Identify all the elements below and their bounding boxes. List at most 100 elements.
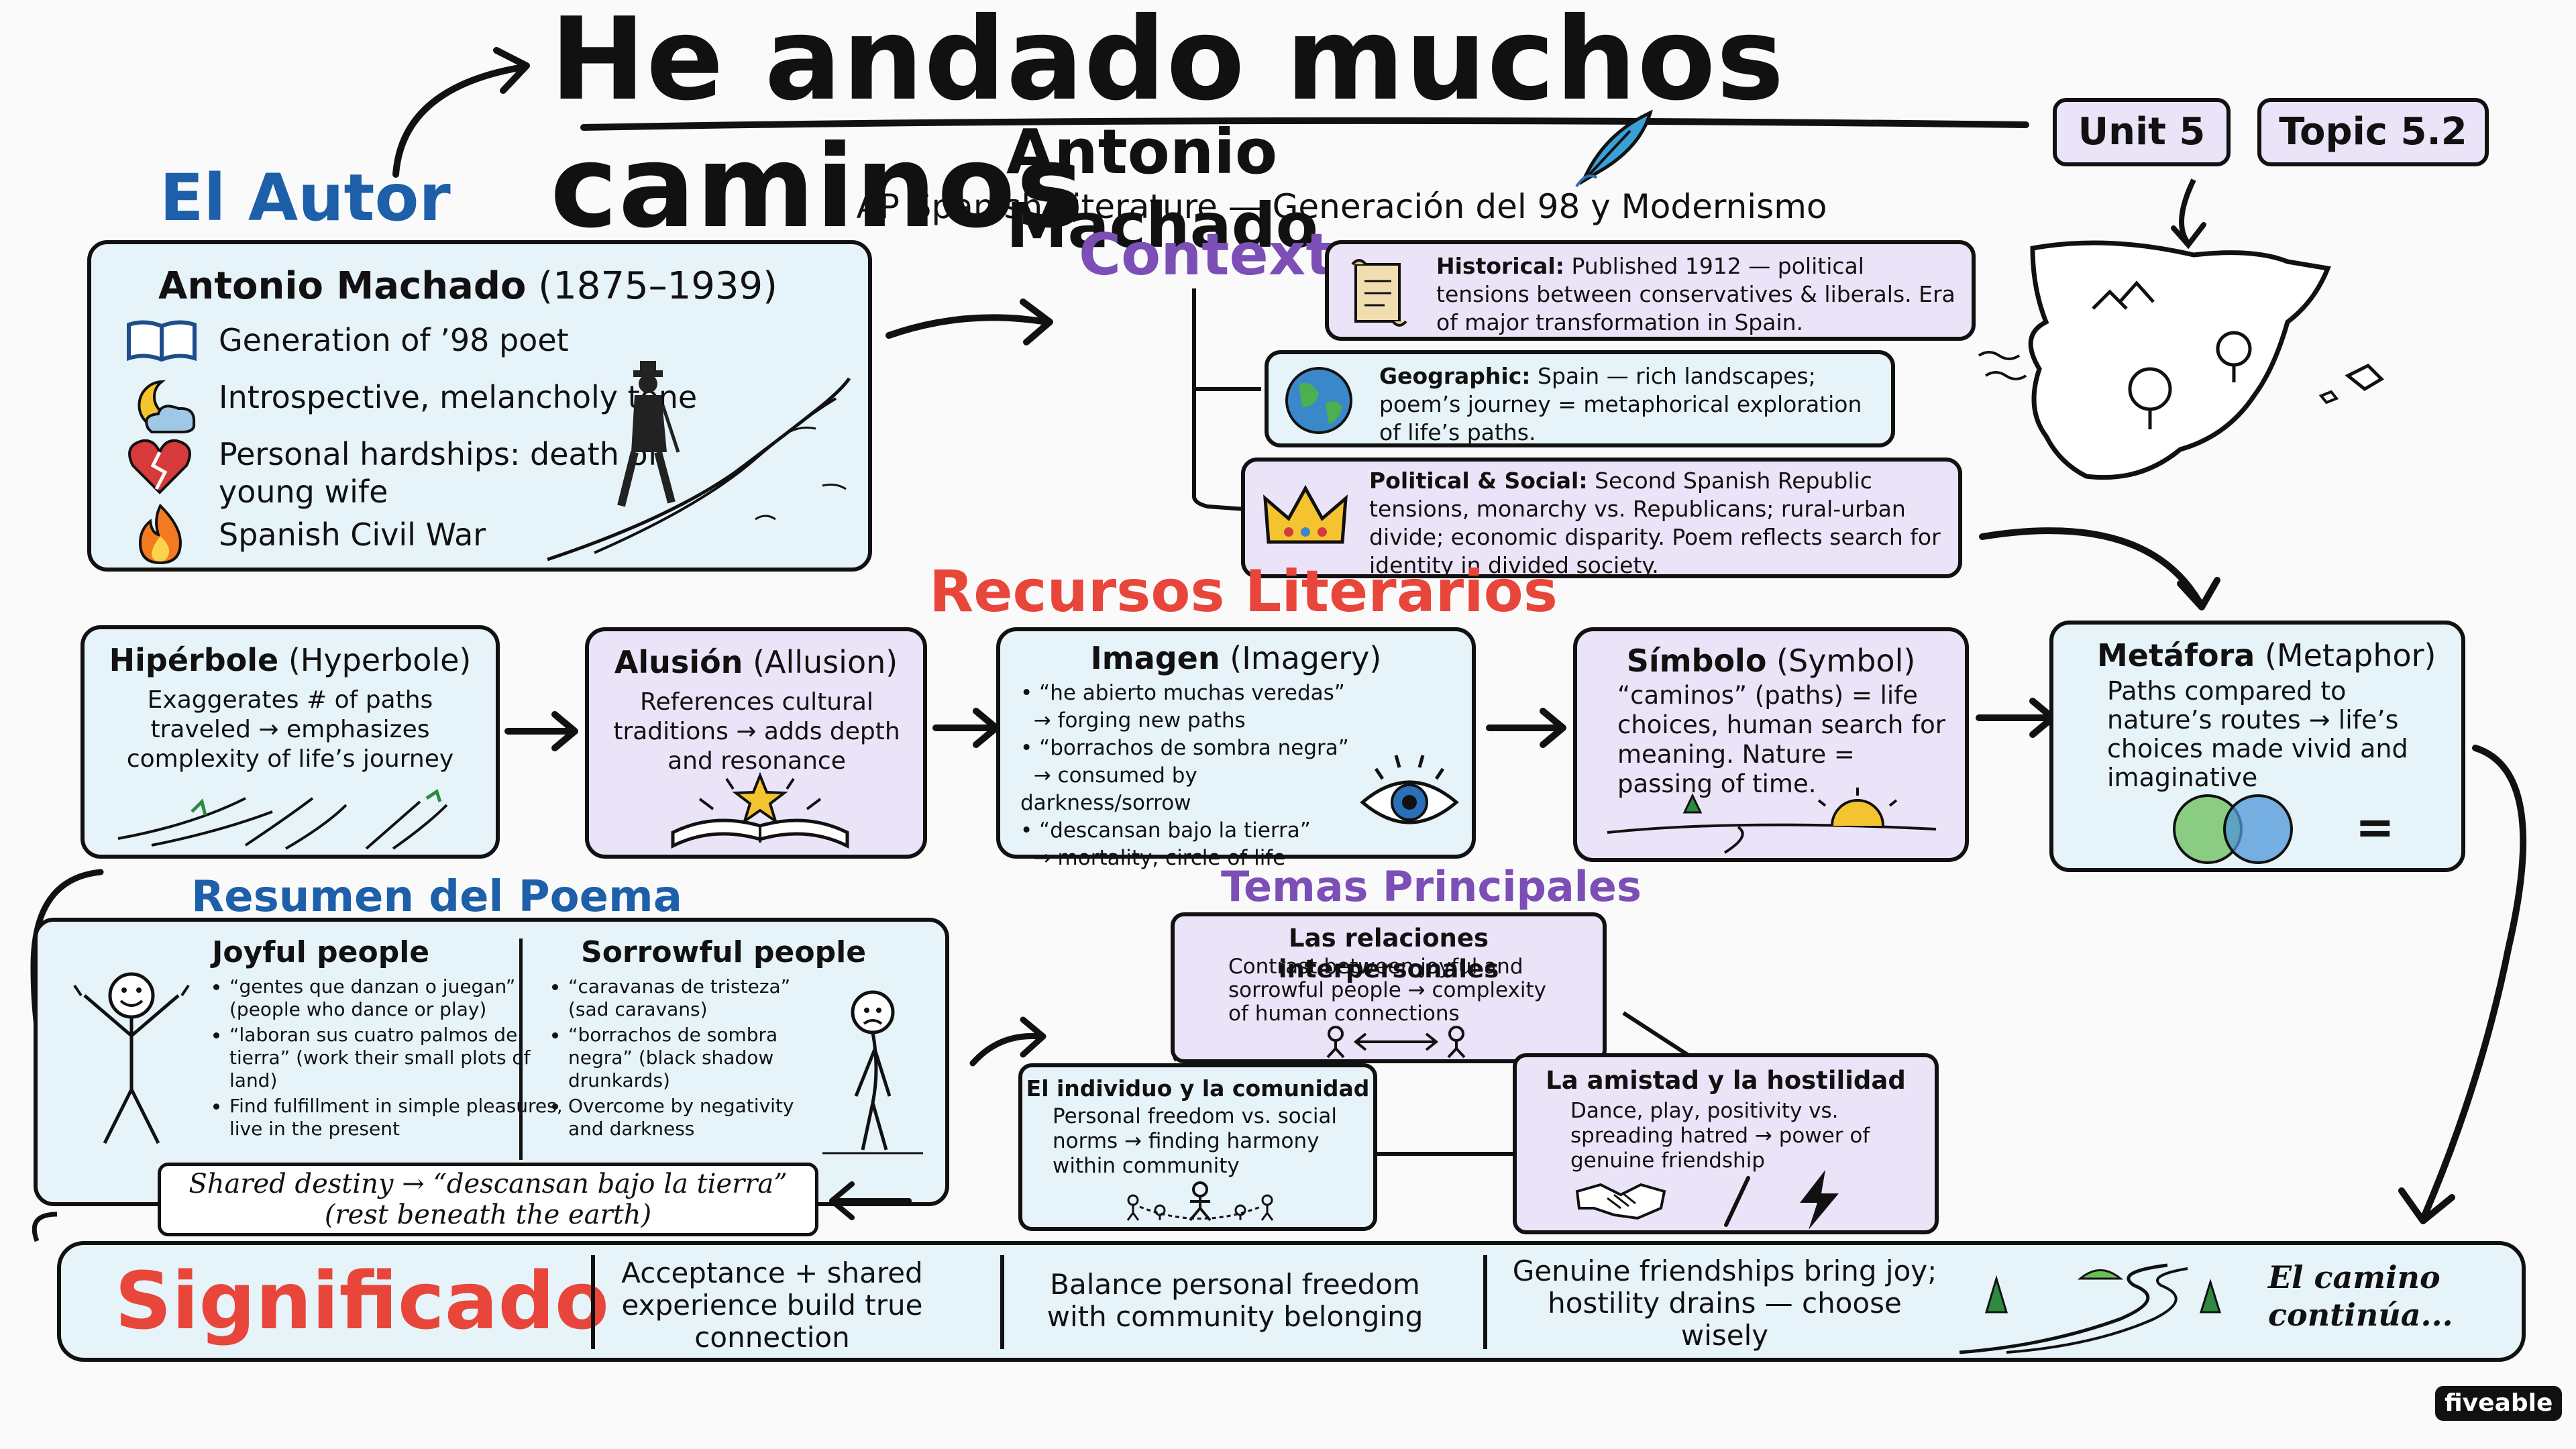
spain-map-icon bbox=[1978, 178, 2385, 480]
branching-paths-illustration bbox=[117, 789, 448, 850]
tema-individuo-text: Personal freedom vs. social norms → find… bbox=[1053, 1104, 1338, 1178]
alusion-title: Alusión bbox=[614, 644, 743, 680]
tema-amistad-card: La amistad y la hostilidad Dance, play, … bbox=[1513, 1053, 1939, 1234]
title-underline bbox=[580, 117, 2029, 131]
context-historical-text: Historical: Published 1912 — political t… bbox=[1436, 252, 1960, 337]
significado-col3: Genuine friendships bring joy; hostility… bbox=[1512, 1254, 1937, 1352]
broken-heart-icon bbox=[128, 439, 191, 494]
autor-item-0: Generation of ’98 poet bbox=[219, 322, 569, 358]
hiperbole-title-line: Hipérbole (Hyperbole) bbox=[85, 641, 496, 679]
metafora-title: Metáfora bbox=[2097, 637, 2255, 674]
imagen-en: (Imagery) bbox=[1230, 640, 1382, 676]
alusion-en: (Allusion) bbox=[753, 644, 898, 680]
imagen-title-line: Imagen (Imagery) bbox=[1000, 639, 1472, 677]
context-political-body: Second Spanish Republic tensions, monarc… bbox=[1369, 468, 1941, 578]
resumen-heading: Resumen del Poema bbox=[191, 872, 682, 922]
joyful-stick-figure-icon bbox=[73, 972, 190, 1144]
tema-relaciones-title: Las relaciones interpersonales bbox=[1278, 924, 1499, 983]
tema-amistad-text: Dance, play, positivity vs. spreading ha… bbox=[1570, 1099, 1870, 1173]
arrow-imagen-to-simbolo bbox=[1486, 708, 1566, 748]
tema-individuo-card: El individuo y la comunidad Personal fre… bbox=[1018, 1063, 1377, 1231]
book-icon bbox=[127, 320, 197, 362]
significado-heading: Significado bbox=[115, 1254, 609, 1347]
metafora-en: (Metaphor) bbox=[2264, 637, 2436, 674]
hiperbole-en: (Hyperbole) bbox=[288, 642, 472, 678]
arrow-context-to-metafora bbox=[1979, 527, 2220, 610]
joyful-item-1: “laboran sus cuatro palmos de tierra” (w… bbox=[229, 1024, 565, 1092]
fiveable-logo-text: fiveable bbox=[2445, 1389, 2553, 1417]
winding-road-illustration bbox=[1959, 1263, 2222, 1354]
sorrowful-list: “caravanas de tristeza” (sad caravans) “… bbox=[551, 975, 826, 1143]
unit-badge: Unit 5 bbox=[2053, 98, 2231, 166]
imagen-item-1: • “borrachos de sombra negra” → consumed… bbox=[1020, 736, 1349, 815]
significado-bar: Significado Acceptance + shared experien… bbox=[57, 1241, 2526, 1362]
alusion-text: References cultural traditions → adds de… bbox=[613, 688, 900, 775]
arrow-hiperbole-to-alusion bbox=[504, 711, 578, 751]
context-historical-card: Historical: Published 1912 — political t… bbox=[1325, 240, 1976, 341]
simbolo-card: Símbolo (Symbol) “caminos” (paths) = lif… bbox=[1573, 627, 1969, 862]
arrow-alusion-to-imagen bbox=[932, 708, 1000, 748]
significado-col2: Balance personal freedom with community … bbox=[1046, 1268, 1424, 1333]
tema-individuo-title: El individuo y la comunidad bbox=[1026, 1075, 1370, 1102]
sunset-path-illustration bbox=[1607, 788, 1937, 854]
lightning-bolt-icon bbox=[1800, 1170, 1839, 1230]
autor-heading: El Autor bbox=[160, 160, 451, 235]
sorrowful-item-2: Overcome by negativity and darkness bbox=[568, 1095, 826, 1140]
contexto-heading: Contexto bbox=[1079, 221, 1373, 288]
context-political-text: Political & Social: Second Spanish Repub… bbox=[1369, 467, 1953, 580]
eye-icon bbox=[1360, 755, 1459, 824]
topic-label: Topic 5.2 bbox=[2279, 110, 2467, 154]
tema-amistad-title: La amistad y la hostilidad bbox=[1546, 1066, 1906, 1095]
context-geographic-card: Geographic: Spain — rich landscapes; poe… bbox=[1265, 350, 1895, 447]
course-subtitle: AP Spanish Literature — Generación del 9… bbox=[856, 187, 1827, 226]
simbolo-text: “caminos” (paths) = life choices, human … bbox=[1617, 681, 1945, 798]
significado-divider-3 bbox=[1483, 1255, 1487, 1349]
fire-icon bbox=[138, 503, 182, 565]
imagen-item-2: • “descansan bajo la tierra” → mortality… bbox=[1020, 818, 1311, 870]
hiperbole-card: Hipérbole (Hyperbole) Exaggerates # of p… bbox=[80, 625, 500, 859]
autor-name: Antonio Machado bbox=[158, 264, 527, 308]
alusion-title-line: Alusión (Allusion) bbox=[589, 643, 923, 681]
fiveable-logo: fiveable bbox=[2435, 1386, 2563, 1421]
context-geographic-body: Spain — rich landscapes; poem’s journey … bbox=[1379, 363, 1862, 445]
arrow-metafora-to-significado bbox=[2398, 745, 2527, 1224]
resumen-divider bbox=[519, 938, 523, 1160]
poem-title: He andado muchos caminos bbox=[550, 0, 1785, 254]
moon-cloud-icon bbox=[138, 380, 196, 433]
autor-card: Antonio Machado (1875–1939) Generation o… bbox=[87, 240, 872, 572]
slash-divider bbox=[1724, 1176, 1750, 1227]
community-circle-icon bbox=[1126, 1181, 1274, 1222]
simbolo-title-line: Símbolo (Symbol) bbox=[1577, 642, 1965, 680]
metafora-text: Paths compared to nature’s routes → life… bbox=[2107, 676, 2408, 792]
sorrowful-title: Sorrowful people bbox=[581, 935, 867, 969]
two-people-arrow-icon bbox=[1326, 1026, 1466, 1059]
author-name: Antonio Machado bbox=[1006, 116, 1318, 262]
hiperbole-title: Hipérbole bbox=[109, 642, 279, 678]
arrow-autor-to-contexto bbox=[885, 299, 1053, 345]
contexto-bracket bbox=[1192, 288, 1261, 512]
significado-divider-2 bbox=[1000, 1255, 1004, 1349]
imagen-title: Imagen bbox=[1090, 640, 1220, 676]
handshake-icon bbox=[1575, 1183, 1666, 1220]
joyful-list: “gentes que danzan o juegan” (people who… bbox=[212, 975, 565, 1143]
simbolo-en: (Symbol) bbox=[1776, 643, 1916, 679]
significado-col1: Acceptance + shared experience build tru… bbox=[621, 1256, 923, 1354]
sorrowful-stick-figure-icon bbox=[822, 990, 923, 1155]
unit-label: Unit 5 bbox=[2078, 110, 2206, 154]
arrow-to-title bbox=[392, 47, 530, 178]
context-historical-body: Published 1912 — political tensions betw… bbox=[1436, 253, 1955, 335]
venn-diagram-icon bbox=[2173, 794, 2293, 864]
closing-text: El camino continúa... bbox=[2268, 1259, 2453, 1333]
autor-name-line: Antonio Machado (1875–1939) bbox=[158, 264, 777, 309]
shared-destiny-line1: Shared destiny → “descansan bajo la tier… bbox=[189, 1169, 788, 1199]
equals-symbol: = bbox=[2355, 800, 2395, 855]
arrow-destiny-back bbox=[829, 1181, 912, 1220]
crown-icon bbox=[1263, 484, 1348, 544]
imagen-item-0: • “he abierto muchas veredas” → forging … bbox=[1020, 681, 1345, 733]
context-geographic-text: Geographic: Spain — rich landscapes; poe… bbox=[1379, 362, 1889, 447]
significado-divider-1 bbox=[591, 1255, 595, 1349]
open-book-star-icon bbox=[671, 771, 849, 849]
context-political-card: Political & Social: Second Spanish Repub… bbox=[1241, 458, 1962, 578]
tema-relaciones-text: Contrast between joyful and sorrowful pe… bbox=[1228, 955, 1546, 1026]
topic-badge: Topic 5.2 bbox=[2257, 98, 2489, 166]
